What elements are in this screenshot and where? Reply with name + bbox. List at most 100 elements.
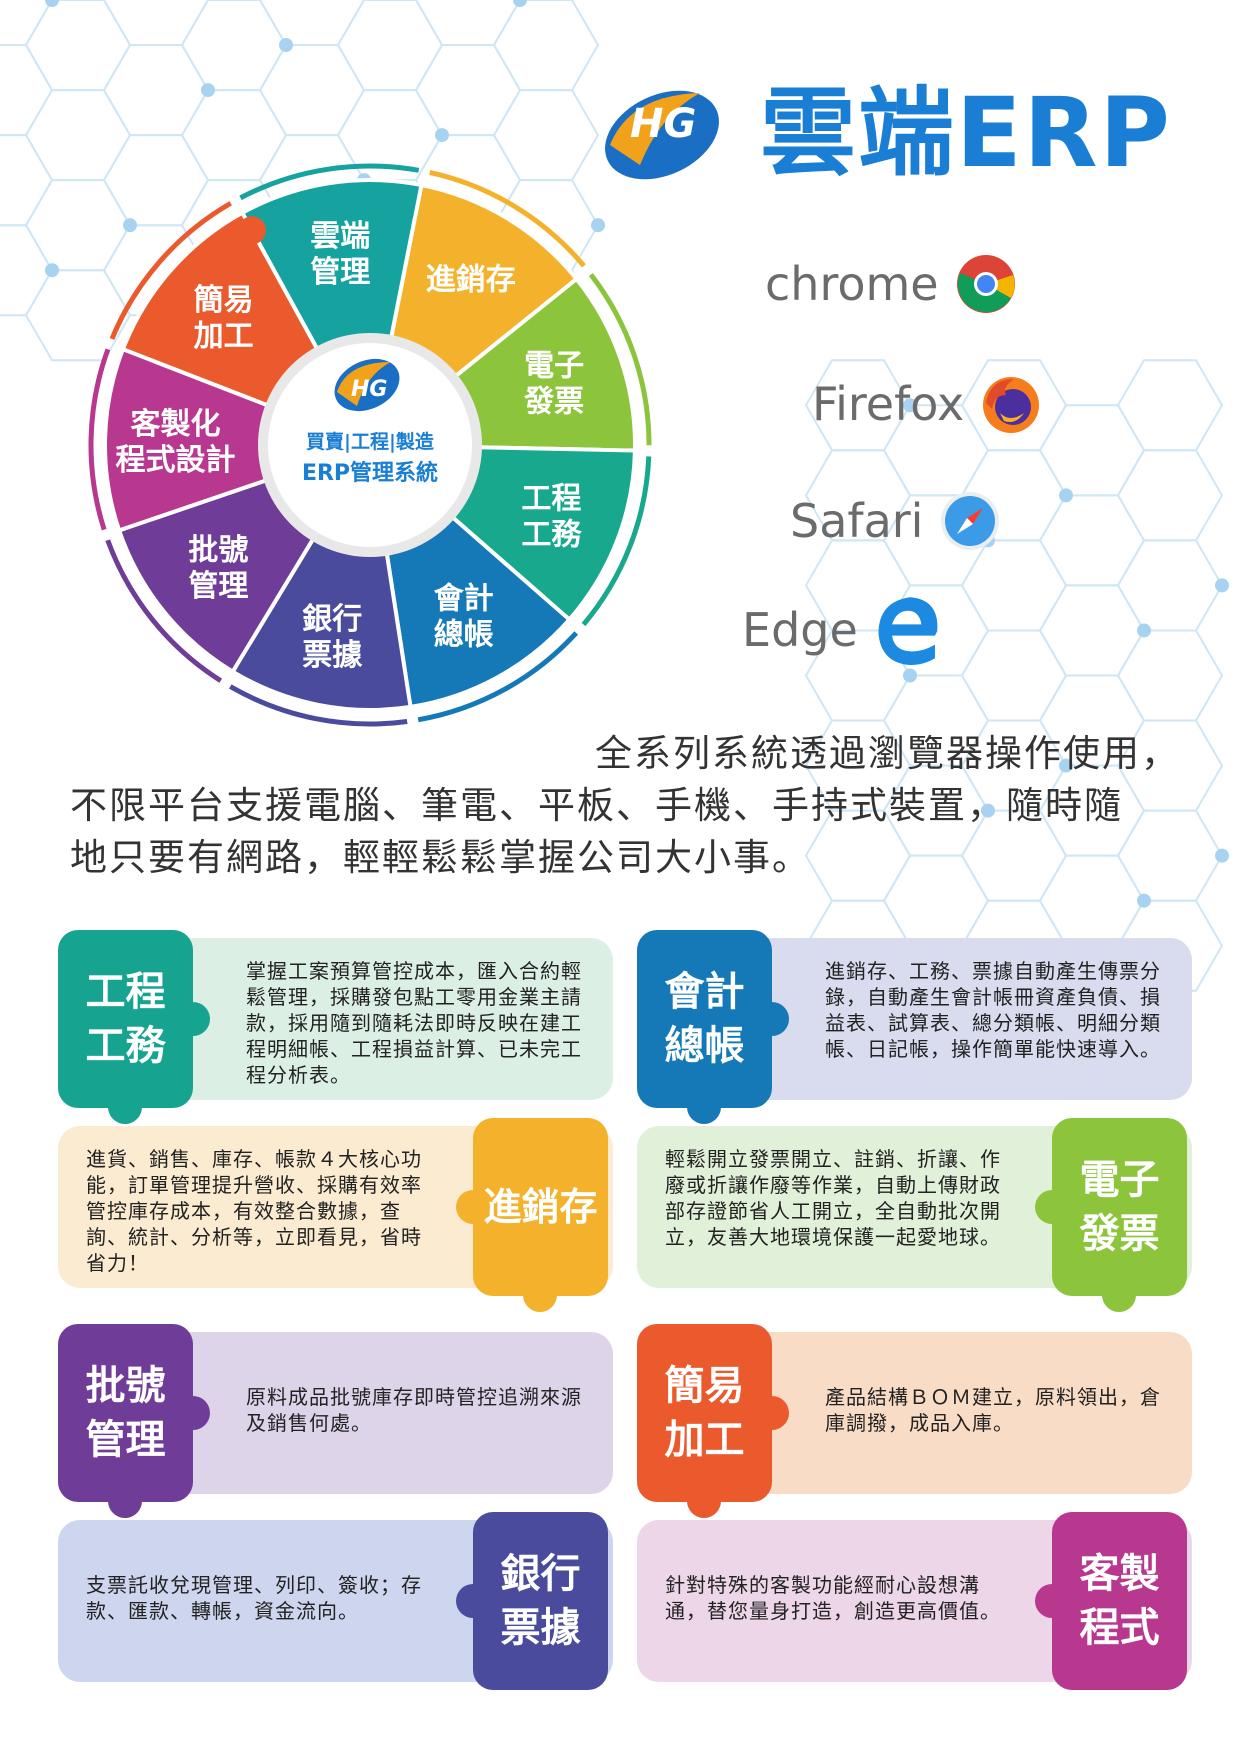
wheel-segment-knob [237,216,266,245]
feature-card-puzzle-knob [456,1584,490,1618]
wheel-segment-label: 加工 [194,319,254,354]
bg-dot [45,263,59,278]
bg-dot [1059,488,1073,503]
feature-card-puzzle-knob [108,1484,142,1518]
bg-hexagon [1116,449,1224,542]
bg-hexagon [180,0,288,92]
logo-letter-h: HG [630,101,696,147]
wheel-segment-label: 工務 [521,517,582,552]
wheel-segment-label: 程式設計 [116,443,236,478]
wheel-segment-label: 批號 [188,533,248,568]
feature-card-description: 針對特殊的客製功能經耐心設想溝通，替您量身打造，創造更高價值。 [665,1573,1001,1623]
wheel-segment-label: 進銷存 [426,263,516,298]
feature-card-description: 原料成品批號庫存即時管控追溯來源及銷售何處。 [246,1385,582,1435]
feature-card-puzzle-knob [1035,1584,1069,1618]
wheel-segment-label: 客製化 [131,407,221,442]
browser-name: Safari [790,494,924,548]
wheel-ring-arc [229,684,408,727]
feature-card: 簡易加工 產品結構ＢＯＭ建立，原料領出，倉庫調撥，成品入庫。 [637,1324,1192,1518]
wheel-ring-arc [239,163,420,201]
feature-card-title-tab: 批號管理 [58,1324,193,1502]
wheel-ring-arc [88,348,111,531]
bg-hexagon [258,0,366,46]
wheel-ring-arc [581,456,652,627]
bg-hexagon [960,539,1068,632]
bg-hexagon [102,0,210,46]
center-logo-letters: HG [351,377,387,402]
feature-card-puzzle-knob [755,1002,789,1036]
bg-hexagon [1116,359,1224,452]
bg-hexagon [336,0,444,92]
wheel-ring-arc [429,170,586,268]
feature-card-description: 掌握工案預算管控成本，匯入合約輕鬆管理，採購發包點工零用金業主請款，採用隨到隨耗… [246,959,582,1087]
firefox-icon [983,377,1040,433]
browser-firefox: Firefox [812,373,1042,435]
feature-card-title-tab: 客製程式 [1052,1512,1187,1690]
bg-hexagon [0,44,54,137]
bg-hexagon [1038,404,1146,497]
wheel-segment-label: 工程 [521,481,581,516]
bg-dot [903,398,917,413]
feature-card-puzzle-knob [687,1090,721,1124]
feature-card-description: 支票託收兌現管理、列印、簽收；存款、匯款、轉帳，資金流向。 [86,1573,422,1623]
bg-hexagon [1116,539,1224,632]
bg-hexagon [102,44,210,137]
feature-card: 電子發票輕鬆開立發票開立、註銷、折讓、作廢或折讓作廢等作業，自動上傳財政部存證節… [637,1118,1192,1312]
bg-hexagon [960,629,1068,722]
browser-name: Edge [742,603,858,657]
wheel-ring-arc [417,631,579,723]
intro-description: 全系列系統透過瀏覽器操作使用， 不限平台支援電腦、筆電、平板、手機、手持式裝置，… [70,728,1190,884]
feature-card: 工程工務掌握工案預算管控成本，匯入合約輕鬆管理，採購發包點工零用金業主請款，採用… [58,930,613,1124]
wheel-ring-arc [109,201,232,340]
edge-icon [878,597,938,665]
bg-hexagon [0,0,54,46]
bg-dot [981,803,995,818]
feature-card-title: 客製程式 [1079,1551,1160,1651]
bg-dot [513,0,527,7]
safari-icon [941,492,1000,550]
bg-hexagon [258,44,366,137]
feature-card-puzzle-knob [176,1396,210,1430]
feature-card-puzzle-knob [456,1190,490,1224]
feature-card-puzzle-knob [1035,1190,1069,1224]
wheel-segment-label: 雲端 [310,219,370,254]
wheel-ring-arc [588,273,652,446]
feature-card-title-tab: 工程工務 [58,930,193,1108]
bg-dot [45,0,59,7]
bg-dot [1059,758,1073,773]
browser-name: Firefox [812,377,965,431]
feature-card-puzzle-knob [1102,1278,1136,1312]
bg-hexagon [0,134,54,227]
feature-card-title: 簡易加工 [664,1363,745,1463]
bg-dot [201,83,215,98]
wheel-segment-label: 發票 [523,384,584,419]
feature-card-title-tab: 簡易加工 [637,1324,772,1502]
feature-card-puzzle-knob [176,1002,210,1036]
description-line: 地只要有網路，輕輕鬆鬆掌握公司大小事。 [70,836,811,879]
bg-dot [279,38,293,53]
feature-card-puzzle-knob [523,1278,557,1312]
feature-card-puzzle-knob [687,1484,721,1518]
wheel-segment-label: 管理 [188,569,248,604]
bg-hexagon [492,0,600,92]
feature-card-title-tab: 進銷存 [473,1118,608,1296]
hg-logo: HG [605,90,719,180]
wheel-segment-label: 管理 [310,255,370,290]
bg-dot [591,218,605,233]
browser-edge: Edge [742,595,944,665]
wheel-segment-label: 銀行 [302,602,362,637]
browser-name: chrome [765,257,939,311]
brand-title: 雲端ERP [760,77,1172,189]
module-wheel: 雲端管理進銷存電子發票工程工務會計總帳銀行票據批號管理客製化程式設計簡易加工 H… [88,163,652,727]
bg-hexagon [1038,494,1146,587]
bg-dot [903,668,917,683]
wheel-center-line1: 買賣|工程|製造 [306,430,435,453]
feature-card-description: 產品結構ＢＯＭ建立，原料領出，倉庫調撥，成品入庫。 [825,1385,1161,1435]
bg-dot [1215,578,1229,593]
bg-hexagon [414,0,522,46]
description-line: 全系列系統透過瀏覽器操作使用， [595,732,1180,775]
bg-hexagon [1116,629,1224,722]
feature-card-title-tab: 銀行票據 [473,1512,608,1690]
wheel-center-logo: HG [334,358,400,412]
wheel-ring-arc [105,539,223,683]
